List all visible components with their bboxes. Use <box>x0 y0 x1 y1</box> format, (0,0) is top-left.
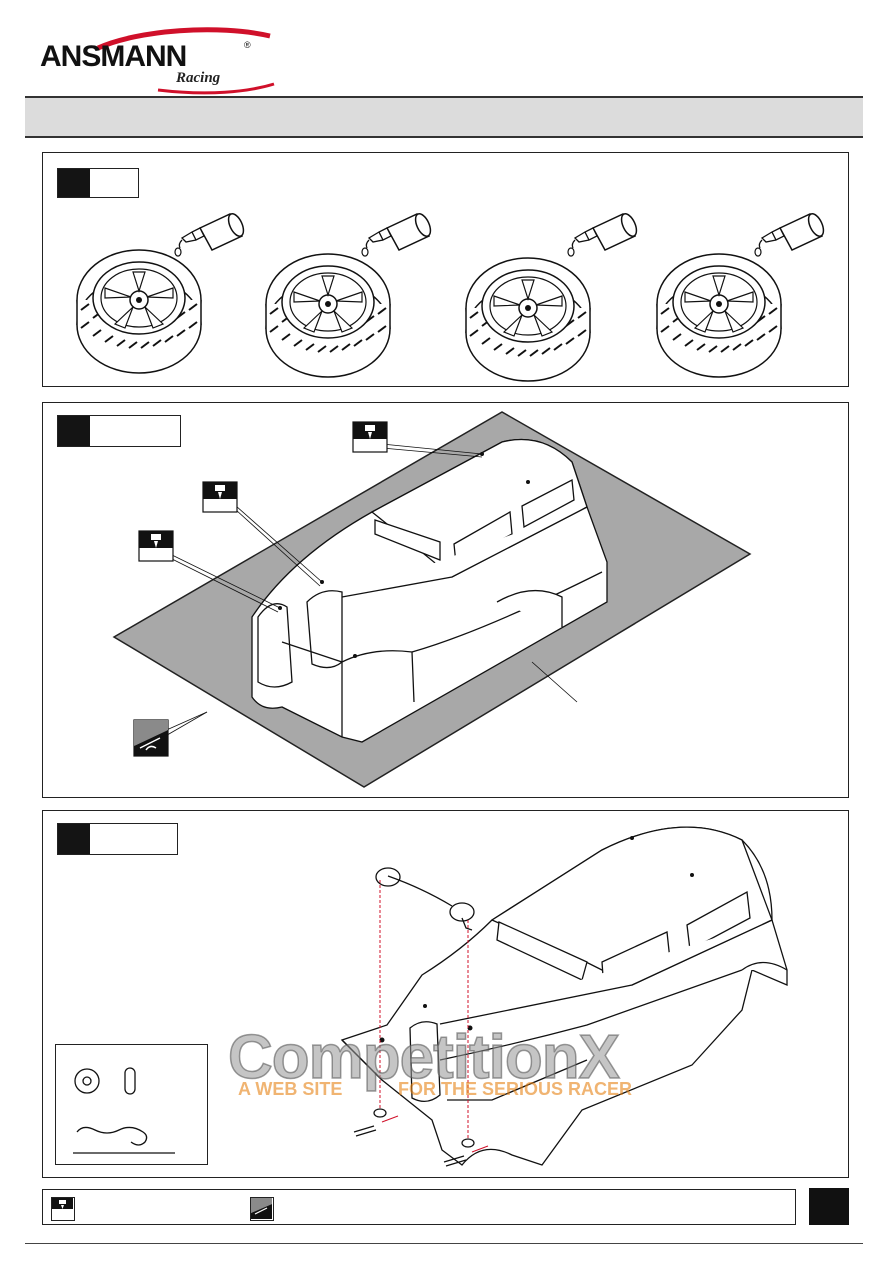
hardware-inset <box>55 1044 208 1165</box>
step-number-block <box>58 169 90 197</box>
cut-trim-icon <box>250 1197 274 1221</box>
logo-registered: ® <box>244 40 251 50</box>
tire-3 <box>465 257 591 382</box>
tire-4 <box>656 253 782 378</box>
watermark-tagline-right: FOR THE SERIOUS RACER <box>398 1079 633 1099</box>
body-shell <box>340 826 788 1166</box>
title-bar <box>25 96 863 138</box>
tire-2 <box>265 253 391 378</box>
page-number-block <box>809 1188 849 1225</box>
logo-sub-racing: Racing <box>176 70 221 86</box>
mirrors-body-illustration <box>340 826 788 1167</box>
glue-bottle-2 <box>361 210 435 257</box>
body-on-mat-illustration <box>112 411 752 788</box>
watermark-tagline-left: A WEB SITE <box>238 1079 343 1099</box>
cut-trim-icon <box>133 719 169 757</box>
body-clip-icon <box>76 1126 148 1146</box>
glue-drop-icon <box>202 481 238 513</box>
bottom-rule <box>25 1243 863 1244</box>
watermark-title: CompetitionX <box>227 1022 620 1093</box>
tires-illustration <box>76 210 828 382</box>
body-shell <box>251 438 608 743</box>
step-number-tag <box>57 823 178 855</box>
logo-swoosh <box>96 27 275 95</box>
pin-icon <box>124 1067 136 1095</box>
brand-logo: ANSMANN ® Racing <box>38 26 278 96</box>
step-number-tag <box>57 168 139 198</box>
glue-drop-icon <box>51 1197 75 1221</box>
legend-bar <box>42 1189 796 1225</box>
glue-drop-icon <box>138 530 174 562</box>
mirror-left <box>375 867 475 931</box>
step-number-block <box>58 824 90 854</box>
glue-bottle-1 <box>174 210 248 257</box>
step-number-block <box>58 416 90 446</box>
glue-bottle-4 <box>754 210 828 257</box>
logo-brand-name: ANSMANN <box>40 40 187 73</box>
glue-bottle-3 <box>567 210 641 257</box>
glue-drop-icon <box>352 421 388 453</box>
step-number-tag <box>57 415 181 447</box>
hardware-parts <box>73 1067 175 1154</box>
tire-1 <box>76 249 202 374</box>
